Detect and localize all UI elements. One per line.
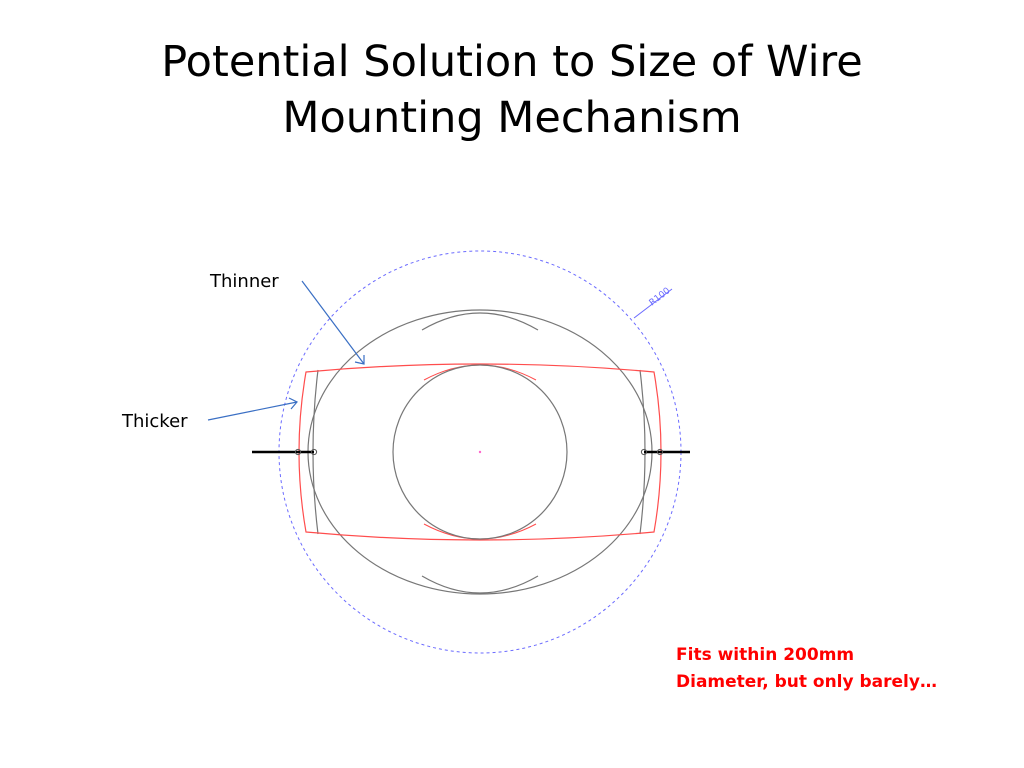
left-wire-node-outer [294, 448, 302, 456]
hole-bottom-red-arc [423, 523, 537, 540]
center-mark [478, 450, 482, 454]
slide-title: Potential Solution to Size of Wire Mount… [0, 34, 1024, 146]
right-wire-node-outer [656, 448, 664, 456]
bottom-inner-arc [421, 575, 539, 594]
thicker-arrow [207, 401, 298, 421]
thicker-label: Thicker [122, 411, 188, 432]
central-hole [392, 364, 568, 540]
mounting-body-outline [298, 363, 662, 541]
fit-note: Fits within 200mm Diameter, but only bar… [676, 642, 937, 696]
fit-note-line-1: Fits within 200mm [676, 645, 855, 665]
thinner-label: Thinner [210, 271, 279, 292]
top-inner-arc [421, 312, 539, 331]
radius-leader-line [633, 288, 673, 319]
slide-title-line-2: Mounting Mechanism [282, 93, 742, 143]
thicker-arrow-head [288, 397, 298, 410]
left-wire-node-inner [310, 448, 318, 456]
thinner-arrow [301, 280, 365, 365]
hole-top-red-arc [423, 364, 537, 381]
thinner-arrow-head [354, 355, 365, 365]
fit-note-line-2: Diameter, but only barely… [676, 672, 937, 692]
radius-dimension-label: R100 [648, 286, 673, 308]
right-wire-node-inner [640, 448, 648, 456]
slide-title-line-1: Potential Solution to Size of Wire [161, 37, 863, 87]
